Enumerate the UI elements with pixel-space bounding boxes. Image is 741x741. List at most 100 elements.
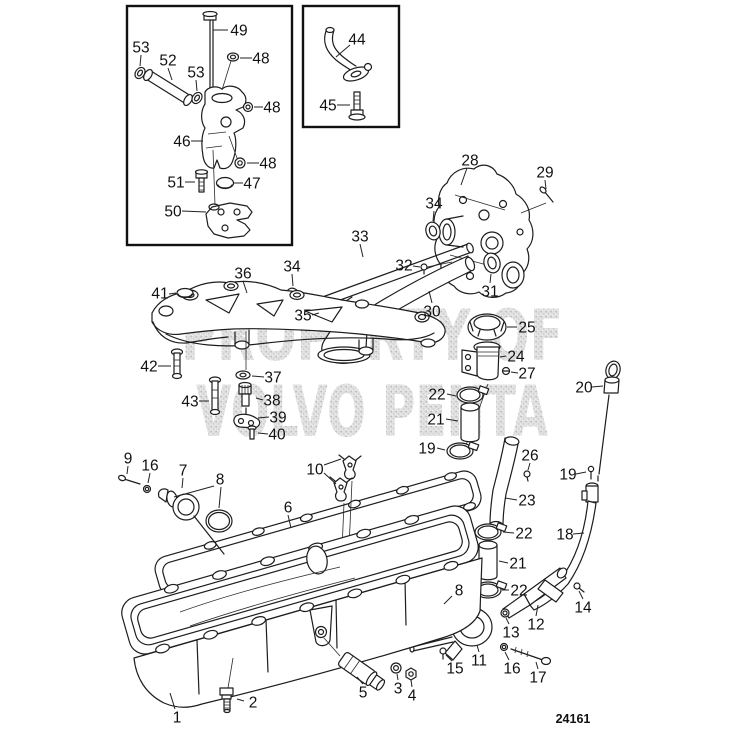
callout-29: 29 xyxy=(536,165,553,182)
part-plug-7 xyxy=(157,488,225,555)
figure-number: 24161 xyxy=(556,712,591,726)
leader-line-22 xyxy=(446,393,457,397)
part-oil-jet-39 xyxy=(233,407,261,429)
leader-line-34 xyxy=(291,273,294,287)
callout-34: 34 xyxy=(425,196,443,213)
callout-43: 43 xyxy=(181,394,198,411)
leader-line-34 xyxy=(432,210,435,222)
callout-12: 12 xyxy=(527,617,544,634)
leader-line-26 xyxy=(527,462,531,471)
part-oil-pump-body-46 xyxy=(201,85,247,170)
leader-line-5 xyxy=(356,676,364,685)
leader-line-7 xyxy=(181,477,184,489)
callout-37: 37 xyxy=(264,370,281,387)
part-frame-36 xyxy=(151,280,446,370)
leader-line-19 xyxy=(575,471,587,475)
leader-line-35 xyxy=(311,312,320,316)
callout-1: 1 xyxy=(173,710,182,727)
leader-line-21 xyxy=(498,560,509,564)
callout-20: 20 xyxy=(575,380,593,397)
callout-46: 46 xyxy=(173,134,190,151)
callout-22: 22 xyxy=(428,387,445,404)
leader-line-17 xyxy=(535,661,539,670)
callout-39: 39 xyxy=(269,410,286,427)
part-dipstick-20 xyxy=(597,360,621,482)
leader-line-41 xyxy=(168,292,177,295)
part-seal-31 xyxy=(483,252,501,274)
callout-25: 25 xyxy=(518,320,535,337)
callout-21: 21 xyxy=(427,412,444,429)
leader-line-44 xyxy=(335,44,351,58)
callout-44: 44 xyxy=(348,32,366,49)
leader-line-31 xyxy=(489,273,492,284)
callout-18: 18 xyxy=(556,527,573,544)
inset-box-2-border xyxy=(301,4,401,129)
part-seal-34-right xyxy=(425,221,441,241)
callout-38: 38 xyxy=(263,393,280,410)
part-ring-48-middle xyxy=(242,101,254,113)
part-bolt-42 xyxy=(170,348,184,380)
part-nozzle-38 xyxy=(238,381,252,407)
part-bolt-45 xyxy=(348,91,366,121)
part-plug-41 xyxy=(176,287,194,299)
leader-line-38 xyxy=(255,397,264,401)
callout-9: 9 xyxy=(124,451,133,468)
leader-line-14 xyxy=(578,590,584,600)
leader-line-40 xyxy=(257,432,269,435)
callout-36: 36 xyxy=(234,266,251,283)
part-washer-3 xyxy=(390,662,402,674)
leader-line-27 xyxy=(510,371,519,374)
callout-42: 42 xyxy=(140,359,157,376)
callout-24: 24 xyxy=(507,349,525,366)
leader-line-20 xyxy=(591,385,604,388)
part-drain-plug-2 xyxy=(219,657,234,714)
leader-line-16 xyxy=(504,651,510,661)
leader-line-19 xyxy=(436,447,446,451)
leader-line-12 xyxy=(535,604,539,617)
leader-line-32 xyxy=(412,265,421,268)
part-plug-47 xyxy=(215,176,235,190)
leader-line-15 xyxy=(445,654,453,662)
leader-line-11 xyxy=(476,644,480,653)
leader-line-53 xyxy=(139,54,142,67)
part-bolt-9 xyxy=(117,474,141,485)
part-clamp-22-mid xyxy=(474,522,508,541)
watermark-line-2: VOLVO PENTA xyxy=(196,371,548,453)
leader-line-22 xyxy=(502,531,515,534)
assembly-axis-line xyxy=(212,149,216,206)
part-hose-21-upper xyxy=(460,402,480,443)
leader-line-6 xyxy=(287,514,292,529)
callout-30: 30 xyxy=(423,304,441,321)
callout-31: 31 xyxy=(481,284,498,301)
leader-line-23 xyxy=(504,497,518,501)
part-seal-53-left xyxy=(134,66,146,80)
part-clamp-19-left xyxy=(446,441,480,460)
leader-line-52 xyxy=(167,67,173,81)
callout-3: 3 xyxy=(394,681,403,698)
part-nut-4 xyxy=(405,667,417,681)
leader-line-2 xyxy=(236,698,245,702)
callout-48: 48 xyxy=(259,156,276,173)
part-hose-21-lower xyxy=(478,540,498,581)
leader-line-18 xyxy=(572,532,585,535)
leader-line-39 xyxy=(257,416,270,419)
leader-line-4 xyxy=(410,679,413,688)
callout-35: 35 xyxy=(294,308,311,325)
part-seal-53-right xyxy=(191,91,203,105)
leader-line-21 xyxy=(445,418,459,422)
part-filler-cap-25 xyxy=(467,313,507,341)
part-screw-26 xyxy=(523,470,531,482)
callout-50: 50 xyxy=(164,204,182,221)
callout-22: 22 xyxy=(515,526,532,543)
leader-line-33 xyxy=(359,243,364,258)
callout-10: 10 xyxy=(306,462,324,479)
callout-52: 52 xyxy=(159,53,176,70)
callout-48: 48 xyxy=(263,100,280,117)
part-oring-8-left xyxy=(205,509,233,533)
part-seal-13 xyxy=(500,608,510,618)
callout-4: 4 xyxy=(408,688,417,705)
leader-line-29 xyxy=(544,179,547,190)
part-filler-neck-24 xyxy=(461,341,501,449)
